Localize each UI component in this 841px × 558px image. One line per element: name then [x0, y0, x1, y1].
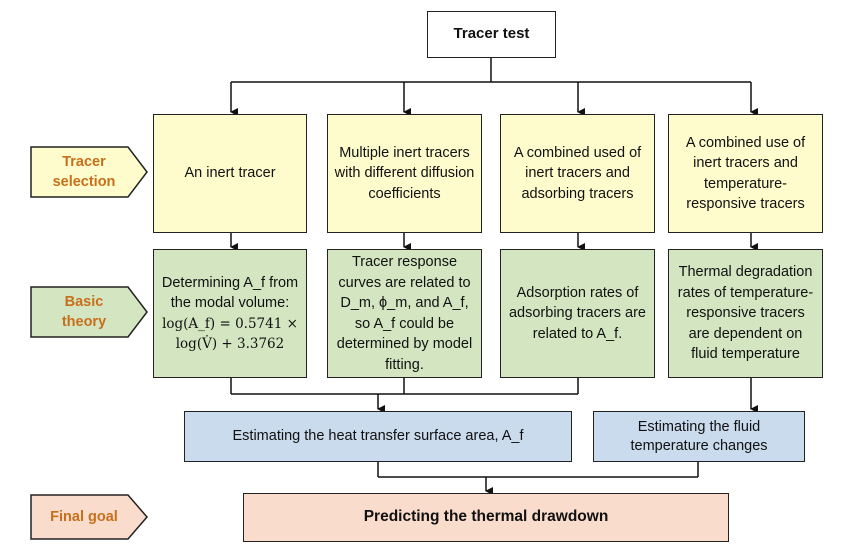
theory-3: Adsorption rates of adsorbing tracers ar…	[500, 249, 655, 378]
tracer-option-1: An inert tracer	[153, 114, 307, 233]
tracer-option-4-text: A combined use of inert tracers and temp…	[685, 134, 806, 213]
theory-1: Determining A_f from the modal volume: l…	[153, 249, 307, 378]
tracer-option-3: A combined used of inert tracers and ads…	[500, 114, 655, 233]
theory-1-equation-line2: log(V̇) + 3.3762	[175, 336, 285, 352]
theory-4-text: Thermal degradation rates of temperature…	[677, 264, 814, 363]
theory-2: Tracer response curves are related to D_…	[327, 249, 482, 378]
basic-theory-label: Basic theory	[30, 286, 148, 338]
final-goal-statement: Predicting the thermal drawdown	[363, 508, 609, 526]
pentagon-arrow-shape	[30, 286, 148, 338]
tracer-test-box: Tracer test	[427, 11, 556, 58]
final-goal-box: Predicting the thermal drawdown	[243, 493, 729, 542]
final-goal-label: Final goal	[30, 494, 148, 540]
basic-theory-text: Basic theory	[61, 294, 107, 330]
theory-2-text: Tracer response curves are related to D_…	[336, 254, 473, 373]
final-goal-text: Final goal	[50, 509, 118, 525]
theory-3-text: Adsorption rates of adsorbing tracers ar…	[508, 284, 646, 342]
theory-4: Thermal degradation rates of temperature…	[668, 249, 823, 378]
tracer-option-2: Multiple inert tracers with different di…	[327, 114, 482, 233]
theory-1-text: Determining A_f from the modal volume:	[161, 274, 299, 312]
surface-area-estimate-text: Estimating the heat transfer surface are…	[232, 428, 524, 445]
pentagon-arrow-shape	[30, 494, 148, 540]
tracer-option-4: A combined use of inert tracers and temp…	[668, 114, 823, 233]
tracer-option-1-text: An inert tracer	[184, 165, 276, 182]
tracer-option-3-text: A combined used of inert tracers and ads…	[513, 144, 642, 202]
pentagon-arrow-shape	[30, 146, 148, 198]
surface-area-estimate: Estimating the heat transfer surface are…	[184, 411, 572, 462]
theory-1-equation-line1: log(A_f) = 0.5741 ×	[162, 315, 298, 332]
temperature-estimate: Estimating the fluid temperature changes	[593, 411, 805, 462]
tracer-selection-text: Tracer selection	[52, 154, 116, 190]
tracer-test-title: Tracer test	[453, 25, 530, 43]
temperature-estimate-text: Estimating the fluid temperature changes	[630, 418, 768, 454]
tracer-option-2-text: Multiple inert tracers with different di…	[334, 144, 475, 202]
tracer-selection-label: Tracer selection	[30, 146, 148, 198]
